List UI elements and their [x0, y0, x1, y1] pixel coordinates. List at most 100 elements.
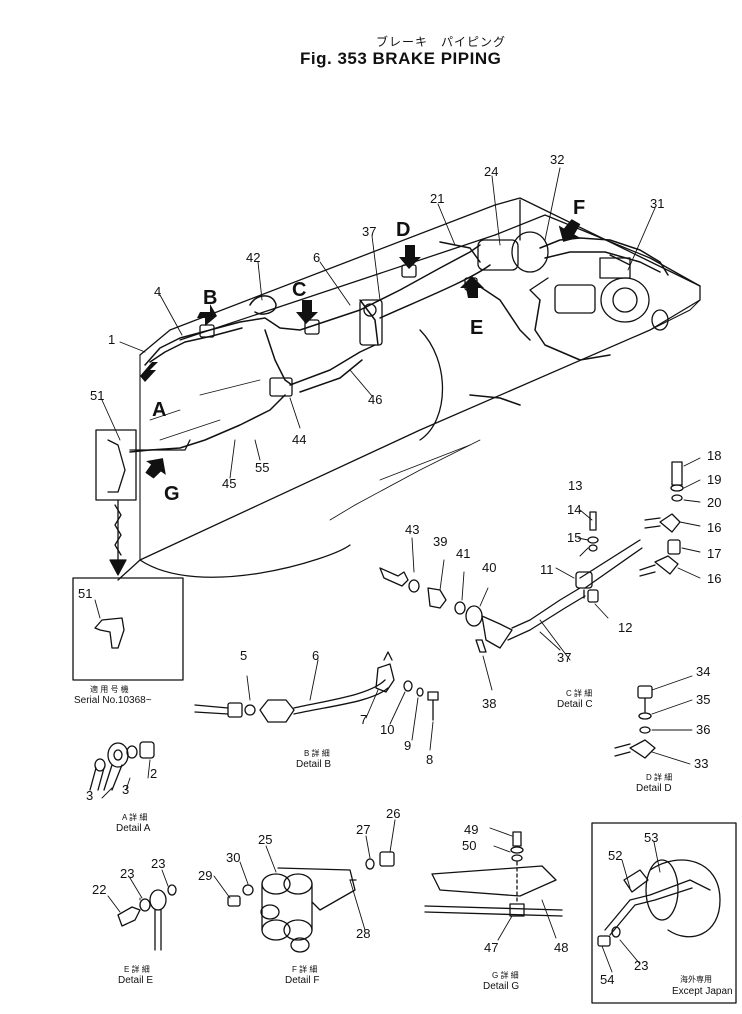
- pedal-bracket-main: [95, 429, 191, 576]
- serial-caption: Serial No.10368~: [74, 695, 152, 706]
- view-letter-d: D: [396, 219, 410, 241]
- view-letter-e: E: [470, 317, 483, 339]
- part-number: 40: [482, 560, 496, 575]
- part-labels-detail-g: 49 50 47 48 G 詳 細 Detail G: [462, 822, 568, 992]
- part-number: 46: [368, 392, 382, 407]
- inset-51-labels: 51 適 用 号 機 Serial No.10368~: [74, 586, 152, 706]
- part-number: 27: [356, 822, 370, 837]
- part-number: 38: [482, 696, 496, 711]
- detail-d-caption-jp: D 詳 細: [646, 772, 672, 782]
- part-number: 6: [312, 648, 319, 663]
- part-number: 35: [696, 692, 710, 707]
- part-number: 18: [707, 448, 721, 463]
- detail-c-caption: Detail C: [557, 699, 593, 710]
- part-number: 23: [151, 856, 165, 871]
- part-number: 19: [707, 472, 721, 487]
- part-number: 14: [567, 502, 581, 517]
- part-number: 1: [108, 332, 115, 347]
- part-number: 42: [246, 250, 260, 265]
- part-number: 30: [226, 850, 240, 865]
- detail-b-caption: Detail B: [296, 759, 331, 770]
- part-number: 8: [426, 752, 433, 767]
- view-letter-a: A: [152, 399, 166, 421]
- part-number: 44: [292, 432, 306, 447]
- part-number: 54: [600, 972, 614, 987]
- part-number: 9: [404, 738, 411, 753]
- part-number: 51: [78, 586, 92, 601]
- part-number: 20: [707, 495, 721, 510]
- figure-title: Fig. 353 BRAKE PIPING: [300, 49, 502, 68]
- part-number: 23: [634, 958, 648, 973]
- part-number: 52: [608, 848, 622, 863]
- part-number: 31: [650, 196, 664, 211]
- part-number: 6: [313, 250, 320, 265]
- part-number: 28: [356, 926, 370, 941]
- brake-pipe-run: [129, 237, 669, 453]
- inset-except-japan-box: [591, 822, 737, 1004]
- frame-outline: [117, 197, 701, 581]
- part-number: 16: [707, 520, 721, 535]
- part-number: 22: [92, 882, 106, 897]
- brake-valve-main: [477, 231, 669, 331]
- inset-51-box: [72, 577, 184, 681]
- view-letter-b: B: [203, 287, 217, 309]
- part-number: 3: [122, 782, 129, 797]
- detail-g: [424, 827, 563, 941]
- inset-except-labels: 53 52 54 23 海外専用 Except Japan: [600, 830, 733, 997]
- part-number: 37: [557, 650, 571, 665]
- part-number: 26: [386, 806, 400, 821]
- brake-chamber-main: [199, 264, 478, 397]
- part-labels-detail-a: 3 3 2 A 詳 細 Detail A: [86, 766, 157, 834]
- part-number: 39: [433, 534, 447, 549]
- part-number: 15: [567, 530, 581, 545]
- part-number: 25: [258, 832, 272, 847]
- part-number: 17: [707, 546, 721, 561]
- leader-lines-main: [101, 167, 656, 479]
- part-number: 34: [696, 664, 710, 679]
- detail-e: [107, 869, 177, 951]
- part-number: 10: [380, 722, 394, 737]
- detail-e-caption: Detail E: [118, 975, 153, 986]
- detail-c: [379, 509, 643, 691]
- detail-g-caption-jp: G 詳 細: [492, 970, 519, 980]
- detail-f: [213, 819, 396, 953]
- part-number: 43: [405, 522, 419, 537]
- part-number: 23: [120, 866, 134, 881]
- detail-d-caption: Detail D: [636, 783, 672, 794]
- part-number: 33: [694, 756, 708, 771]
- part-number: 5: [240, 648, 247, 663]
- title-japanese: ブレーキ パイピング: [376, 35, 507, 49]
- detail-a-caption-jp: A 詳 細: [122, 812, 147, 822]
- detail-b-caption-jp: B 詳 細: [304, 748, 330, 758]
- part-number: 49: [464, 822, 478, 837]
- part-number: 16: [707, 571, 721, 586]
- part-number: 55: [255, 460, 269, 475]
- part-number: 45: [222, 476, 236, 491]
- part-number: 7: [360, 712, 367, 727]
- except-caption: Except Japan: [672, 986, 733, 997]
- part-labels-main: 1 4 42 6 37 21 24 32 31 51 44 46 45 55: [90, 152, 664, 491]
- detail-f-caption: Detail F: [285, 975, 319, 986]
- detail-f-caption-jp: F 詳 細: [292, 964, 317, 974]
- part-labels-detail-c-right: 18 19 20 16 17 16: [707, 448, 721, 586]
- detail-c-right: [639, 457, 701, 579]
- part-number: 50: [462, 838, 476, 853]
- part-number: 47: [484, 940, 498, 955]
- part-number: 11: [540, 562, 554, 577]
- view-letter-c: C: [292, 279, 306, 301]
- part-number: 51: [90, 388, 104, 403]
- serial-caption-jp: 適 用 号 機: [90, 684, 129, 694]
- detail-c-caption-jp: C 詳 細: [566, 688, 592, 698]
- view-letter-g: G: [164, 483, 180, 505]
- part-number: 4: [154, 284, 161, 299]
- part-labels-detail-d: 34 35 36 33 D 詳 細 Detail D: [636, 664, 710, 794]
- part-number: 13: [568, 478, 582, 493]
- except-caption-jp: 海外専用: [680, 974, 712, 984]
- view-arrows: [140, 219, 581, 479]
- part-number: 12: [618, 620, 632, 635]
- part-number: 48: [554, 940, 568, 955]
- detail-d: [614, 675, 693, 765]
- part-number: 2: [150, 766, 157, 781]
- part-number: 29: [198, 868, 212, 883]
